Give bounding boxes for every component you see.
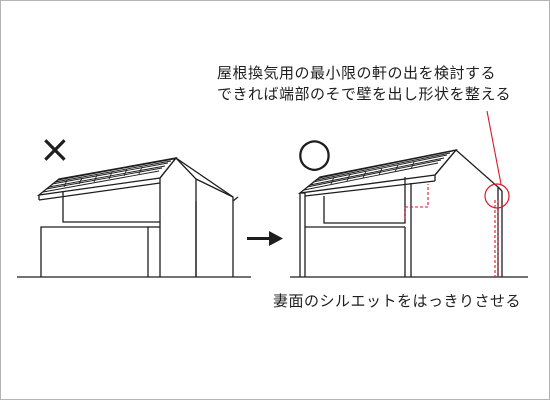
arrow-right	[247, 231, 283, 246]
improvement-note-line-1: 屋根換気用の最小限の軒の出を検討する	[217, 64, 497, 82]
eave-highlight-circle	[484, 183, 510, 209]
gable-wall-left	[159, 157, 197, 277]
dashed-wing-wall-mid	[405, 184, 429, 208]
lower-wall-left	[40, 226, 149, 277]
roof-shingles-right	[303, 150, 454, 191]
good-example-mark: ○	[297, 130, 332, 176]
eave-bottom-left	[38, 182, 161, 201]
roof-shingles-left	[42, 158, 175, 193]
upper-wall-left	[62, 178, 161, 223]
silhouette-note: 妻面のシルエットをはっきりさせる	[273, 292, 522, 310]
gable-face-left	[175, 157, 239, 277]
bad-example-mark: ×	[39, 127, 71, 171]
gable-face-right	[455, 149, 499, 277]
proposal-guides	[404, 184, 499, 277]
improvement-note: 屋根換気用の最小限の軒の出を検討する できれば端部のそで壁を出し形状を整える	[217, 63, 511, 105]
note-leader-line	[486, 110, 502, 185]
improvement-note-line-2: できれば端部のそで壁を出し形状を整える	[217, 85, 512, 103]
upper-wall-right	[323, 177, 406, 224]
